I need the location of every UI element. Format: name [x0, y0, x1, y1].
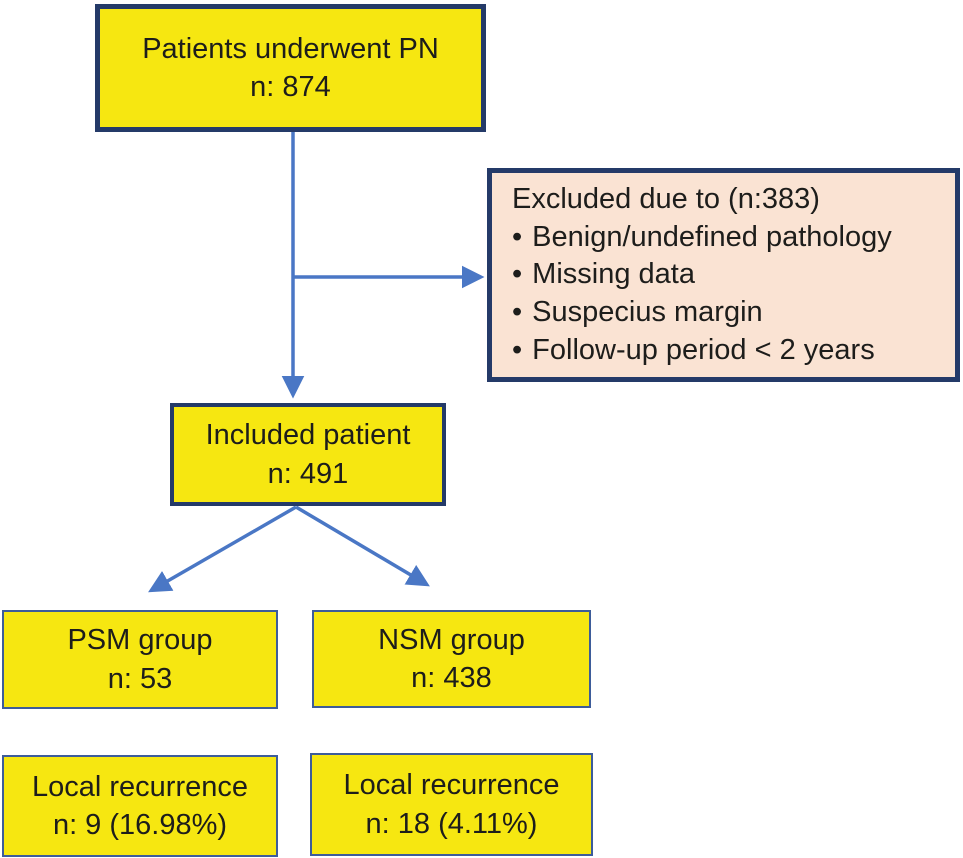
bullet-icon: •: [512, 220, 523, 253]
node-local-recurrence-nsm: Local recurrence n: 18 (4.11%): [310, 753, 593, 856]
bullet-icon: •: [512, 333, 523, 366]
arrow-included-to-psm: [148, 505, 297, 593]
node-count: n: 9 (16.98%): [52, 809, 228, 841]
excluded-reason-text: Benign/undefined pathology: [532, 220, 892, 253]
node-included-patient: Included patient n: 491: [170, 403, 446, 506]
excluded-reason-text: Suspecius margin: [532, 296, 763, 329]
node-count: n: 53: [107, 662, 173, 695]
node-nsm-group: NSM group n: 438: [312, 610, 591, 708]
node-local-recurrence-psm: Local recurrence n: 9 (16.98%): [2, 755, 278, 857]
node-label: PSM group: [67, 624, 213, 657]
node-label: Patients underwent PN: [142, 32, 439, 65]
node-count: n: 491: [267, 457, 349, 490]
bullet-icon: •: [512, 258, 523, 291]
excluded-reason-item: • Missing data: [512, 256, 892, 294]
excluded-reason-text: Follow-up period < 2 years: [532, 333, 875, 366]
node-label: Included patient: [205, 419, 411, 452]
excluded-reason-text: Missing data: [532, 258, 695, 291]
arrow-included-to-nsm: [295, 505, 430, 587]
node-count: n: 438: [411, 662, 492, 694]
node-count: n: 874: [250, 71, 331, 103]
excluded-title: Excluded due to (n:383): [512, 183, 820, 216]
node-label: Local recurrence: [32, 770, 248, 803]
node-excluded: Excluded due to (n:383) • Benign/undefin…: [487, 168, 960, 382]
bullet-icon: •: [512, 296, 523, 329]
excluded-reason-item: • Benign/undefined pathology: [512, 219, 892, 257]
node-count: n: 18 (4.11%): [365, 807, 538, 840]
excluded-reason-item: • Suspecius margin: [512, 294, 892, 332]
node-label: Local recurrence: [343, 769, 560, 802]
node-psm-group: PSM group n: 53: [2, 610, 278, 709]
node-patients-underwent-pn: Patients underwent PN n: 874: [95, 4, 486, 132]
excluded-reasons-list: • Benign/undefined pathology • Missing d…: [512, 219, 892, 370]
node-label: NSM group: [378, 623, 525, 656]
excluded-reason-item: • Follow-up period < 2 years: [512, 332, 892, 370]
